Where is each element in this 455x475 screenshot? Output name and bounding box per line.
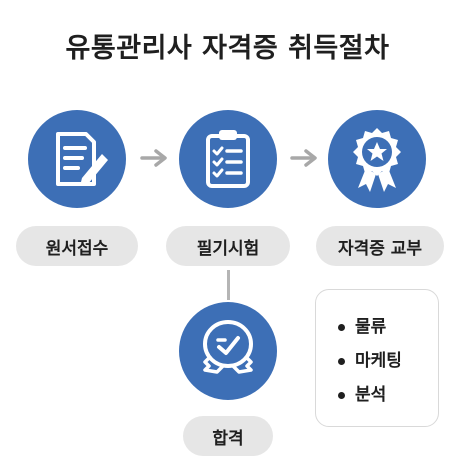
list-item: 분석 — [338, 378, 402, 412]
step-1-label: 원서접수 — [16, 226, 138, 266]
list-item: 물류 — [338, 310, 402, 344]
result-label: 합격 — [183, 416, 273, 456]
subjects-list: 물류 마케팅 분석 — [338, 310, 402, 412]
connector-line — [227, 270, 230, 300]
award-ribbon-star-icon — [353, 128, 401, 192]
subject-label: 분석 — [355, 385, 387, 405]
badge-check-icon — [202, 319, 254, 374]
result-circle — [179, 302, 277, 400]
subject-label: 마케팅 — [355, 351, 402, 371]
list-item: 마케팅 — [338, 344, 402, 378]
subject-label: 물류 — [355, 317, 387, 337]
bullet-icon — [338, 391, 345, 399]
arrow-right-icon — [290, 149, 317, 167]
bullet-icon — [338, 323, 345, 331]
document-pencil-icon — [56, 132, 108, 186]
step-2-circle — [179, 110, 277, 208]
step-2-label: 필기시험 — [166, 226, 290, 266]
step-1-circle — [28, 110, 126, 208]
arrow-right-icon — [140, 149, 167, 167]
subjects-box: 물류 마케팅 분석 — [315, 289, 439, 427]
clipboard-checklist-icon — [206, 130, 250, 188]
step-3-label: 자격증 교부 — [316, 226, 444, 266]
diagram-title: 유통관리사 자격증 취득절차 — [65, 33, 390, 64]
step-3-circle — [328, 110, 426, 208]
bullet-icon — [338, 357, 345, 365]
